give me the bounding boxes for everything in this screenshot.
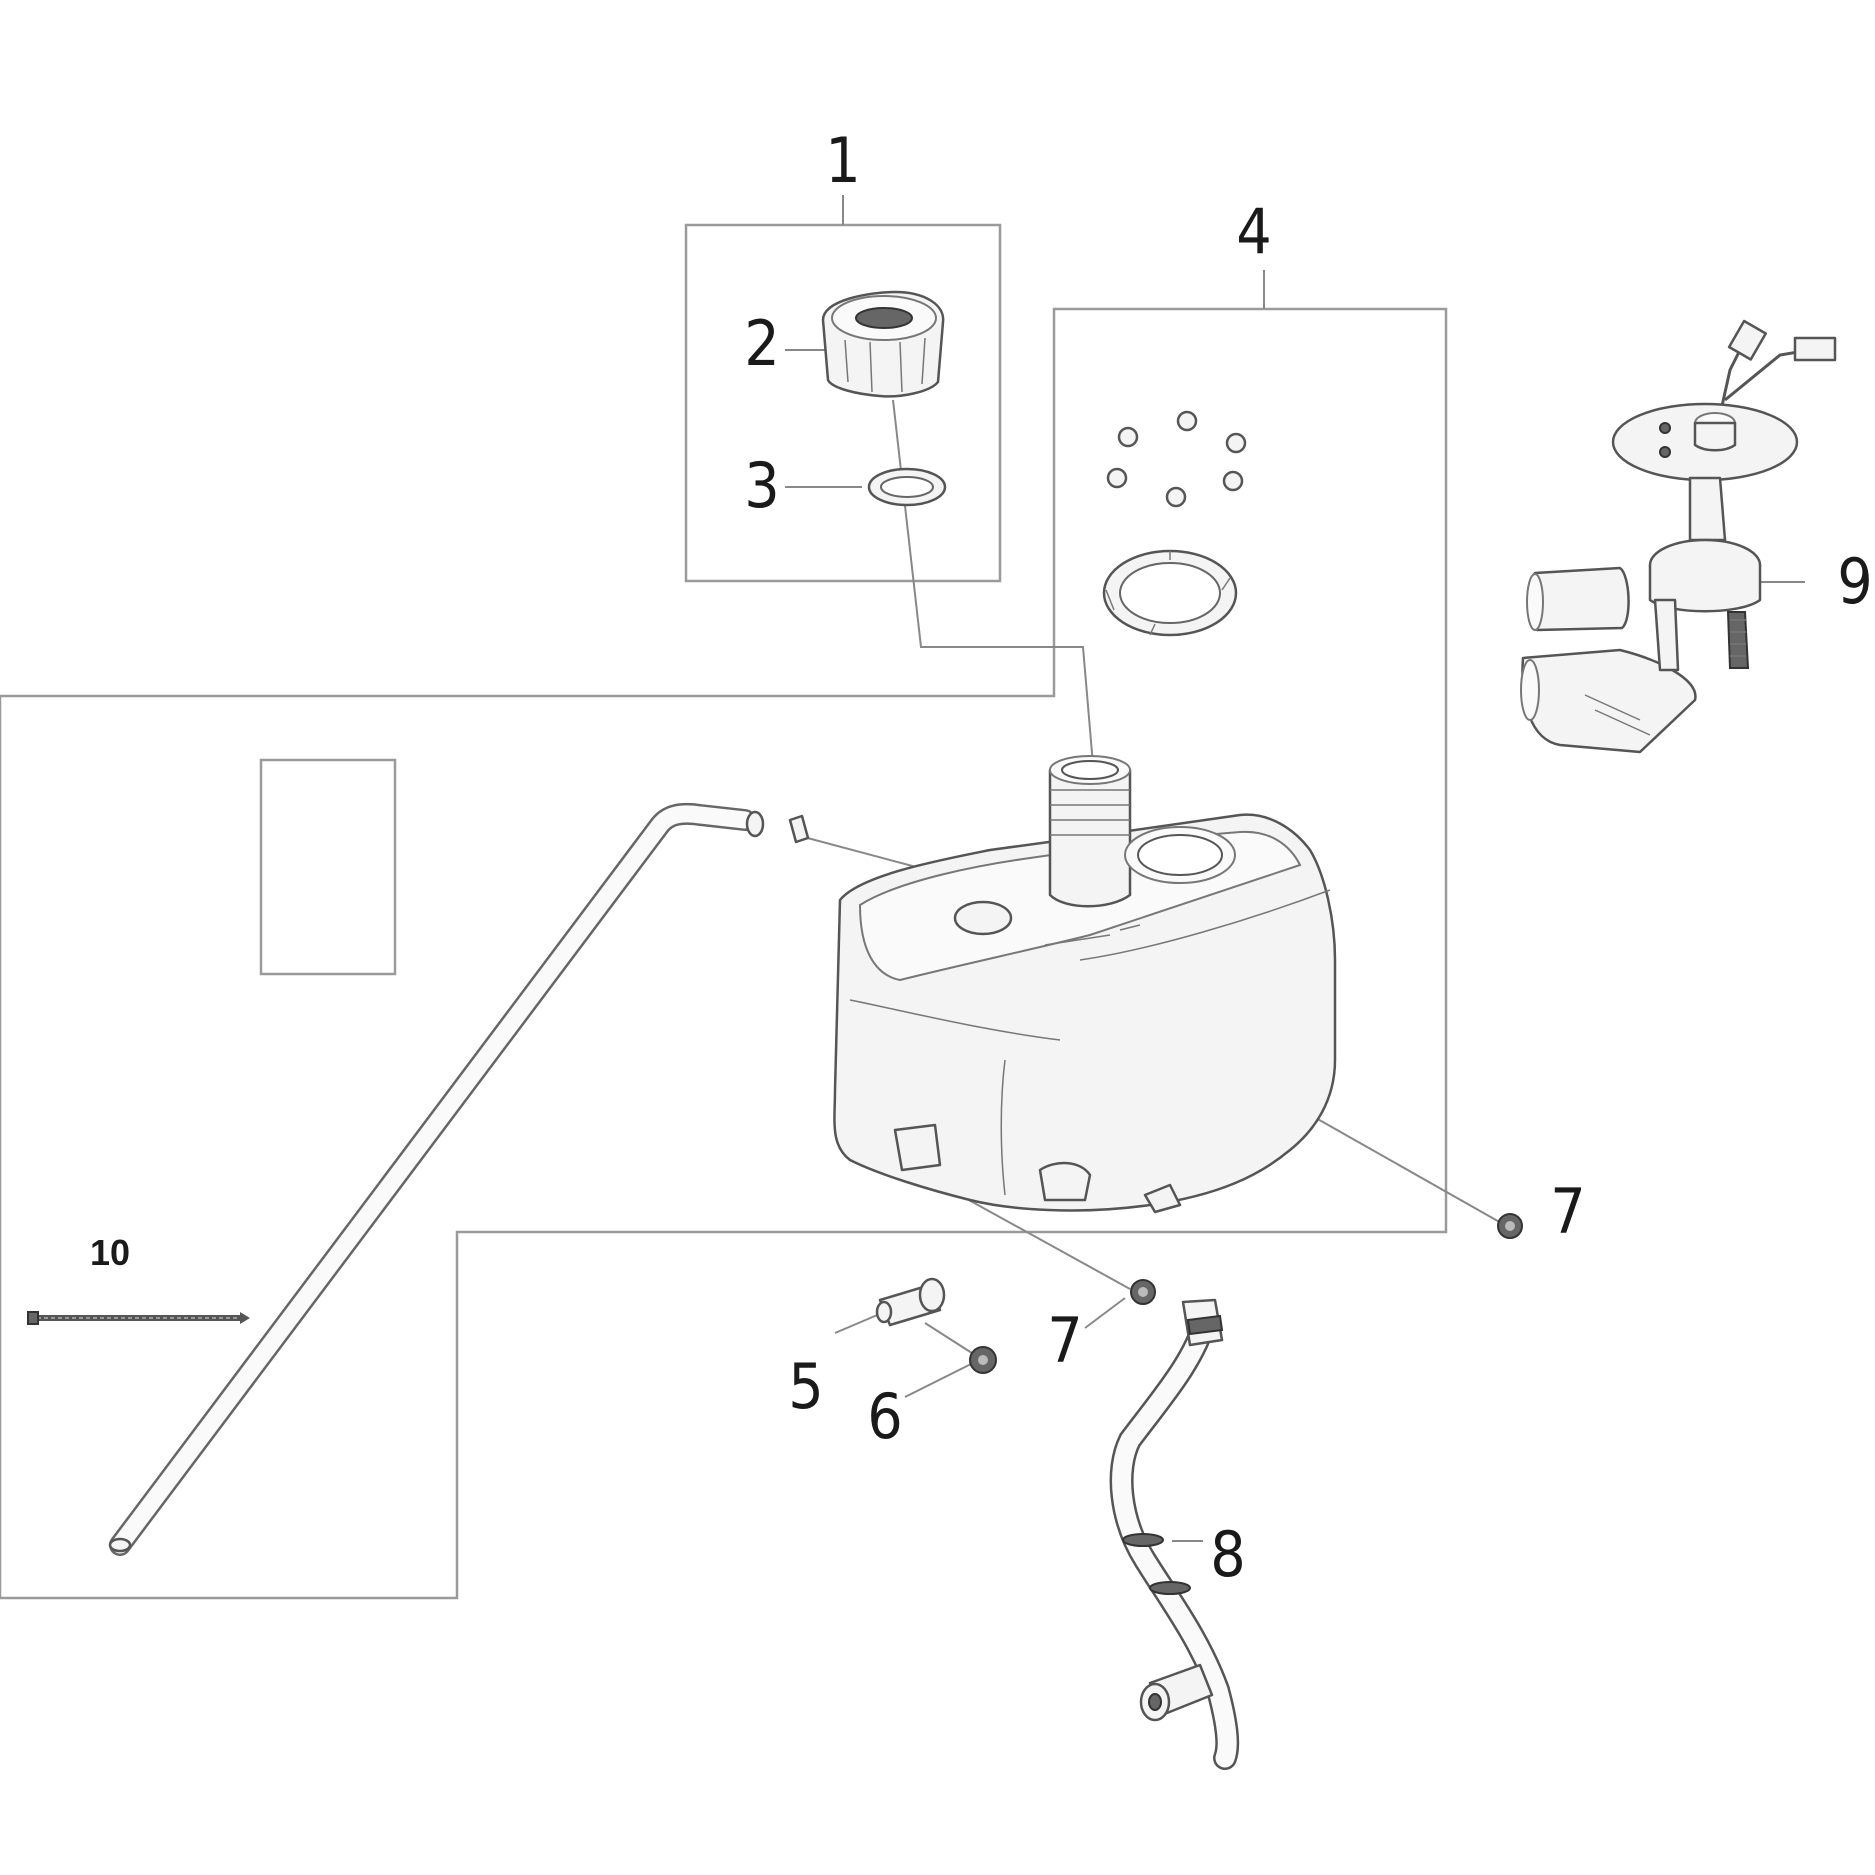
callout-2: 2 [744,307,779,380]
callout-1: 1 [825,124,860,197]
callout-7-left: 7 [1047,1304,1082,1377]
fuel-pump [1520,319,1837,754]
leader-lines [785,195,1805,1542]
leader-5 [834,1312,883,1334]
frame-cap-assembly [684,223,1002,583]
leader-6 [904,1361,976,1398]
nut [969,1346,997,1374]
pump-lock-ring [1102,549,1238,637]
callout-8: 8 [1210,1518,1245,1591]
leader-cap-to-neck [892,399,1094,766]
cable-tie [27,1311,250,1325]
group-frames [0,223,1448,1600]
callout-3: 3 [744,449,779,522]
leader-7b-tick [1084,1297,1126,1329]
bolt-bracket [875,1277,946,1327]
callout-6: 6 [867,1380,902,1453]
fuel-cap [821,290,945,398]
callout-9: 9 [1837,545,1872,618]
callout-10: 10 [90,1232,130,1273]
callout-labels: 1 2 3 4 5 6 7 7 8 9 10 [90,124,1873,1591]
grommet-7-left [1130,1279,1156,1305]
pump-screws [1106,410,1247,508]
label-placeholder-box [259,758,397,976]
fuel-line [1109,1298,1240,1770]
fuel-tank [833,755,1337,1214]
cap-gasket [867,467,947,507]
leader-7a [1299,1108,1504,1225]
leader-6b [924,1322,976,1356]
callout-7-right: 7 [1550,1175,1585,1248]
callout-4: 4 [1236,195,1271,268]
callout-5: 5 [788,1350,823,1423]
breather-hose [108,802,810,1556]
frame-tank-assembly [0,307,1448,1600]
grommet-7-right [1497,1213,1523,1239]
